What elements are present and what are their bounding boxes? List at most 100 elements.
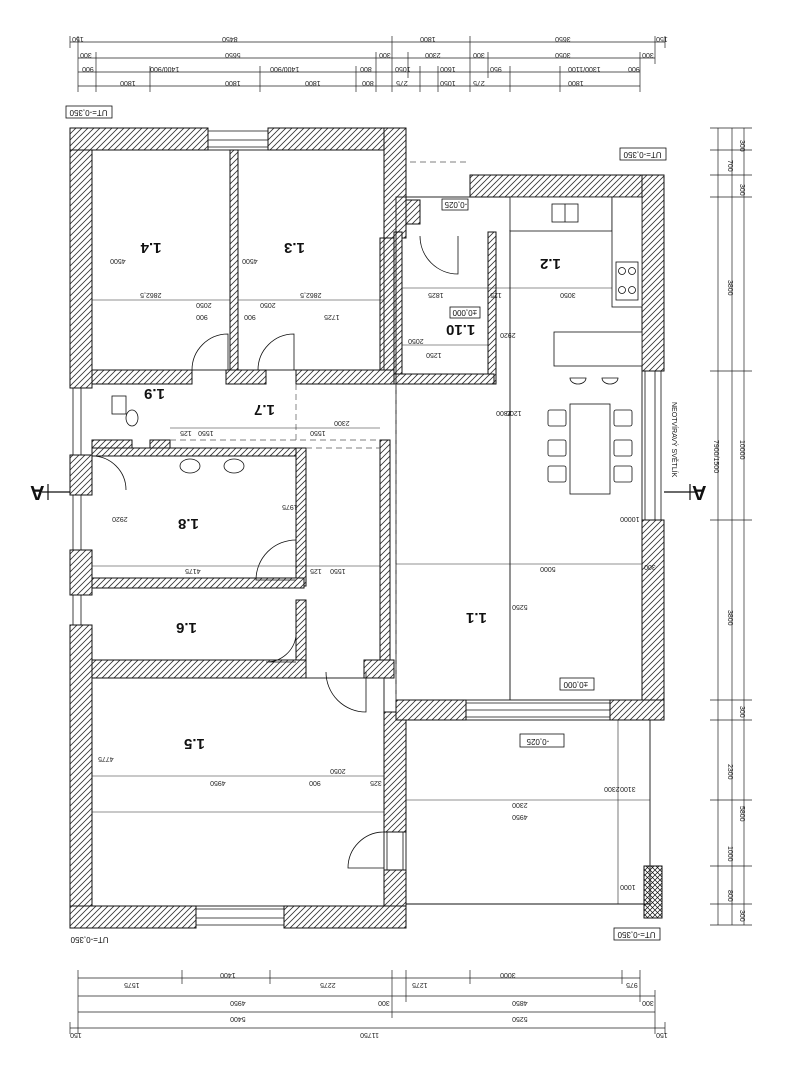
wall-living-bottom-right — [609, 699, 665, 721]
room-1-4-label: 1.4 — [140, 239, 162, 256]
dim-1-5-c: 900 — [309, 779, 321, 786]
dim-1-2-b: 3050 — [560, 291, 576, 298]
dim-1-8-b: 1550 — [330, 567, 346, 574]
wall-bedroom-mid-bottom — [225, 369, 267, 385]
section-label-left: A — [30, 481, 44, 503]
dim-1-8-a: 4175 — [185, 567, 201, 574]
wall-1-5-right-upper — [383, 711, 407, 833]
dim-top-2-g: 300 — [642, 51, 654, 58]
wall-1-10-right — [487, 231, 497, 385]
wall-kitchen-top — [469, 174, 659, 198]
dim-right-i: 2300 — [726, 764, 733, 780]
dim-1-4-c: 900 — [196, 313, 208, 320]
dim-right-a: 300 — [738, 140, 745, 152]
dim-1-7-b: 1550 — [198, 429, 214, 436]
door-1-5-terrace — [347, 831, 385, 869]
wall-bedroom-1-3-bottom — [295, 369, 395, 385]
room-1-6-label: 1.6 — [176, 619, 197, 636]
level-small: -0,025 — [444, 200, 467, 209]
level-ut-top-left: UT=-0,350 — [69, 108, 108, 117]
terrace-column — [643, 865, 663, 919]
dim-1-1-b: 5250 — [512, 603, 528, 610]
wall-living-bottom-left — [395, 699, 467, 721]
dim-bot-1-e: 3000 — [500, 971, 516, 978]
dim-bot-2-b: 300 — [378, 999, 390, 1006]
wall-1-5-top-right — [363, 659, 395, 679]
dim-top-2-a: 300 — [80, 51, 92, 58]
dim-right-h: 300 — [738, 706, 745, 718]
dim-terrace-c: 3100 — [620, 785, 636, 792]
dim-terrace-d: 2300 — [604, 785, 620, 792]
wall-bottom-left — [69, 905, 197, 929]
dim-bot-3-b: 5250 — [512, 1015, 528, 1022]
wall-bath-right — [295, 447, 307, 587]
dim-1-7-d: 1550 — [310, 429, 326, 436]
room-1-7-label: 1.7 — [254, 401, 275, 418]
level-ut-bottom-right: UT=-0,350 — [617, 930, 656, 939]
top-dimension-chains — [69, 36, 666, 92]
dim-1-2-c: 125 — [490, 291, 502, 298]
room-1-9-label: 1.9 — [144, 385, 165, 402]
chair-icon — [613, 439, 633, 457]
washbasin-icon — [179, 458, 201, 474]
wall-kitchen-right — [641, 174, 665, 372]
room-1-1-label: 1.1 — [466, 609, 487, 626]
windows — [72, 130, 662, 926]
wall-bedroom-right — [379, 237, 395, 379]
room-1-3-label: 1.3 — [284, 239, 305, 256]
chair-icon — [547, 439, 567, 457]
wall-bath-top — [91, 447, 305, 457]
dim-1-8-e: 1975 — [282, 503, 298, 510]
dim-1-3-a: 2862,5 — [300, 291, 322, 298]
dim-1-2-g: 1200 — [506, 409, 522, 416]
wall-bedroom-divider — [229, 149, 239, 383]
dim-right-m: 300 — [738, 910, 745, 922]
chair-icon — [613, 409, 633, 427]
room-outlines — [91, 149, 651, 907]
dim-1-5-b: 2050 — [330, 767, 346, 774]
dim-top-4-a: 1800 — [120, 79, 136, 86]
wall-left-bath — [69, 454, 93, 496]
dim-bot-4-b: 11750 — [360, 1031, 379, 1038]
dim-top-2-e: 300 — [473, 51, 485, 58]
level-terrace: -0,025 — [526, 737, 549, 746]
dim-right-f: 10000 — [738, 440, 745, 460]
doors — [91, 235, 459, 869]
dim-1-5-d: 325 — [370, 779, 382, 786]
level-boxes: UT=-0,350 UT=-0,350 UT=-0,350 UT=-0,350 … — [65, 105, 667, 944]
dim-1-2-d: 2050 — [408, 337, 424, 344]
room-1-8-label: 1.8 — [178, 515, 199, 532]
door-1-5 — [325, 671, 367, 713]
dim-1-3-c: 900 — [244, 313, 256, 320]
dim-bot-1-a: 1575 — [124, 981, 140, 988]
dim-top-4-d: 800 — [362, 79, 374, 86]
level-ut-top-right: UT=-0,350 — [623, 150, 662, 159]
dim-1-3-e: 4500 — [242, 257, 258, 264]
wall-1-6-right — [295, 599, 307, 663]
dim-1-4-b: 2050 — [196, 301, 212, 308]
dim-1-2-a: 1825 — [428, 291, 444, 298]
dim-top-4-c: 1800 — [305, 79, 321, 86]
level-floor-1-10: ±0,000 — [452, 308, 477, 317]
dim-1-7-c: 125 — [180, 429, 192, 436]
chair-icon — [547, 409, 567, 427]
door-1-3 — [257, 333, 295, 371]
bottom-dimension-chains — [69, 970, 666, 1034]
top-dimension-texts: 150 8450 1800 3650 150 300 5650 300 2300… — [72, 35, 668, 86]
dashed-lines — [170, 161, 470, 700]
wall-left-mid — [69, 549, 93, 596]
dim-top-3-f: 1600 — [440, 65, 456, 72]
wall-living-right — [641, 519, 665, 721]
dim-bot-2-c: 4850 — [512, 999, 528, 1006]
dim-right-b: 700 — [726, 160, 733, 172]
dim-1-8-d: 2920 — [112, 515, 128, 522]
dim-right-k: 5800 — [738, 806, 745, 822]
wall-left-lower — [69, 624, 93, 926]
wall-hall-right — [379, 439, 391, 671]
dim-1-2-e: 1250 — [426, 351, 442, 358]
dim-top-4-h: 1800 — [568, 79, 584, 86]
dim-1-5-e: 4775 — [98, 755, 114, 762]
dim-top-1-d: 3650 — [555, 35, 571, 42]
wall-top-left — [69, 127, 209, 151]
dim-top-1-e: 150 — [656, 35, 668, 42]
